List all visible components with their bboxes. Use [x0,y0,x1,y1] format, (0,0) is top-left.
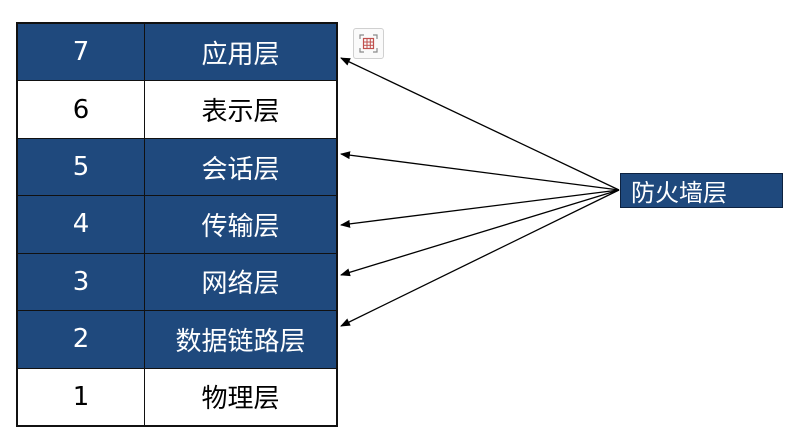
table-glyph-icon [359,34,378,53]
layer-row-3: 3 网络层 [18,252,336,311]
layer-number: 1 [18,368,145,425]
layer-row-7: 7 应用层 [18,24,336,81]
layer-row-2: 2 数据链路层 [18,310,336,368]
firewall-layer-box: 防火墙层 [620,173,783,208]
firewall-label: 防火墙层 [631,179,727,207]
layer-name: 传输层 [201,211,280,242]
arrow-to-layer-4 [340,189,620,228]
layer-name: 网络层 [201,269,280,300]
layer-row-1: 1 物理层 [18,367,336,425]
arrow-to-layer-5 [340,151,620,191]
layer-number: 7 [18,24,145,81]
arrow-to-layer-3 [340,189,620,277]
layer-name: 物理层 [201,384,280,415]
layer-name: 会话层 [201,154,280,185]
layer-name: 表示层 [201,97,280,128]
table-icon[interactable] [353,28,384,59]
layer-number: 3 [18,253,145,311]
arrow-to-layer-7 [340,57,620,191]
layer-row-5: 5 会话层 [18,137,336,196]
layer-row-6: 6 表示层 [18,80,336,138]
arrow-to-layer-2 [340,189,620,327]
layer-name: 数据链路层 [175,326,306,357]
osi-layer-table: 7 应用层 6 表示层 5 会话层 4 传输层 3 网络层 2 数据链路层 1 … [16,22,338,427]
layer-number: 2 [18,311,145,368]
layer-number: 5 [18,138,145,196]
layer-row-4: 4 传输层 [18,195,336,253]
layer-name: 应用层 [201,39,280,70]
layer-number: 6 [18,81,145,138]
layer-number: 4 [18,196,145,253]
